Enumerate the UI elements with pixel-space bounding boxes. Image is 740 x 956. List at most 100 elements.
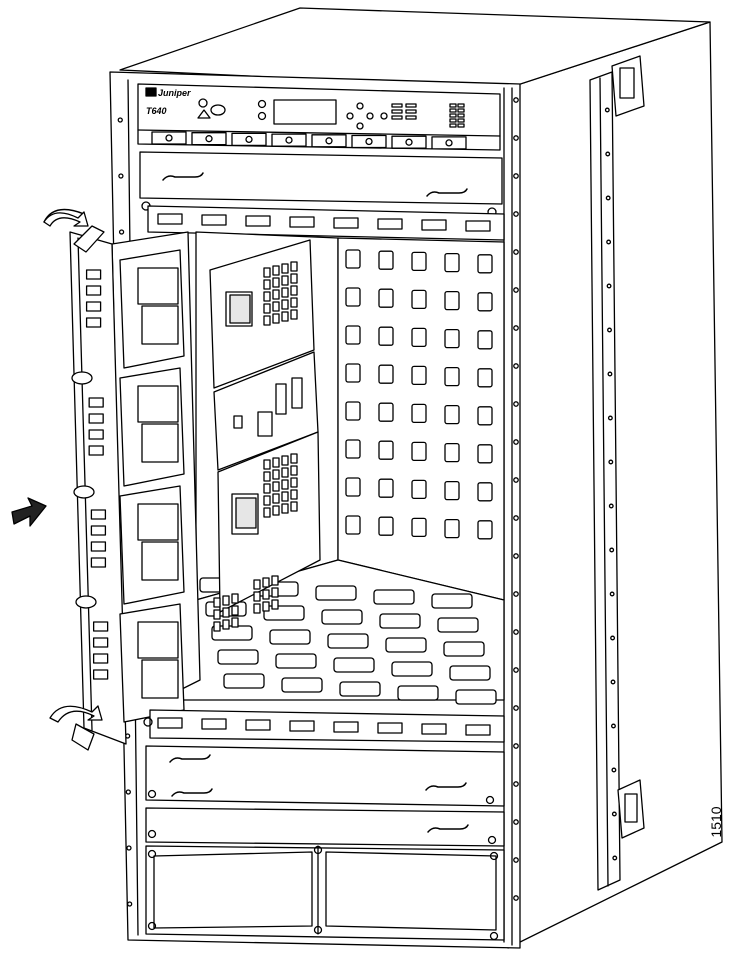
port	[92, 653, 109, 664]
backplane-connector	[477, 292, 493, 312]
port	[90, 525, 107, 536]
port	[88, 429, 104, 440]
backplane-connector	[378, 516, 394, 536]
connector-port	[245, 135, 253, 144]
chip	[272, 313, 280, 324]
backplane-connector	[477, 482, 493, 502]
rail-hole	[604, 107, 610, 113]
chip	[231, 593, 239, 604]
rail-hole	[609, 547, 615, 553]
rail-hole	[513, 553, 519, 559]
rail-hole	[612, 855, 618, 861]
rail-hole	[608, 503, 614, 509]
led	[449, 118, 457, 123]
led	[391, 103, 403, 108]
pic-component	[137, 267, 179, 305]
slot-latch	[289, 720, 315, 732]
pic-component	[141, 541, 179, 581]
card-cage	[179, 231, 505, 705]
chip	[213, 621, 221, 632]
pic-component	[141, 423, 179, 463]
led	[449, 123, 457, 128]
backplane-connector	[345, 515, 361, 535]
port	[88, 445, 104, 456]
chip	[290, 501, 298, 512]
led	[391, 109, 403, 114]
top-ejector-lever	[73, 225, 105, 253]
port	[85, 285, 102, 296]
connector-port	[405, 138, 413, 146]
chip	[213, 597, 221, 608]
floor-baffle	[333, 657, 375, 673]
rail-hole	[513, 325, 519, 331]
chip	[290, 285, 298, 296]
floor-baffle	[443, 641, 485, 657]
rail-hole	[513, 249, 519, 255]
slot-latch	[465, 724, 491, 736]
rail-hole	[605, 195, 611, 201]
floor-baffle	[217, 649, 259, 665]
rotate-arrow-icon	[49, 705, 103, 723]
chip	[262, 577, 270, 588]
floor-baffle	[379, 613, 421, 629]
backplane-connector	[378, 478, 394, 498]
rail-hole	[606, 239, 612, 245]
slot-latch	[333, 217, 359, 229]
floor-baffle	[385, 637, 427, 653]
backplane-connector	[411, 327, 427, 348]
chip	[272, 505, 280, 516]
chip	[272, 493, 280, 504]
backplane-connector	[345, 325, 361, 345]
side-rail	[589, 55, 645, 891]
port	[90, 557, 107, 568]
chip	[281, 287, 289, 298]
figure-number: 1510	[708, 806, 724, 838]
port	[88, 413, 104, 424]
chip	[281, 479, 289, 490]
rail-hole	[513, 743, 519, 749]
slot-latch	[377, 722, 403, 734]
chip	[290, 297, 298, 308]
backplane-connector	[444, 442, 460, 463]
backplane-connector	[477, 254, 493, 274]
chip	[281, 299, 289, 310]
rail-hole	[611, 723, 616, 729]
chip	[271, 587, 279, 598]
rail-hole	[513, 211, 519, 217]
rail-hole	[611, 811, 617, 817]
fpc-status-connectors	[151, 131, 467, 150]
slot-latch	[289, 216, 315, 228]
backplane-connector	[345, 363, 361, 383]
backplane-connector	[477, 444, 493, 464]
chip	[231, 617, 239, 628]
chip	[263, 267, 271, 278]
port	[85, 317, 102, 328]
floor-baffle	[455, 689, 497, 705]
pic-component	[137, 621, 179, 659]
chip	[262, 601, 270, 612]
backplane-connector	[477, 330, 493, 350]
rail-hole	[126, 901, 133, 907]
backplane-connector	[411, 441, 427, 462]
backplane-connector	[477, 368, 493, 388]
rail-hole	[607, 415, 613, 421]
rail-hole	[513, 287, 519, 293]
backplane-connector	[345, 477, 361, 497]
floor-air-baffles	[199, 577, 497, 705]
rail-hole	[513, 895, 519, 901]
port	[92, 637, 109, 648]
led	[457, 108, 465, 113]
floor-baffle	[327, 633, 369, 649]
pic-component	[137, 503, 179, 541]
chip	[263, 495, 271, 506]
chip	[271, 575, 279, 586]
chip	[281, 275, 289, 286]
side-rail-holes	[604, 107, 618, 861]
lower-slot-strip	[143, 709, 505, 743]
ejector-handle	[75, 595, 97, 609]
led	[405, 103, 417, 108]
connector-port	[325, 137, 333, 145]
led	[457, 103, 465, 108]
status-connector	[351, 134, 387, 149]
